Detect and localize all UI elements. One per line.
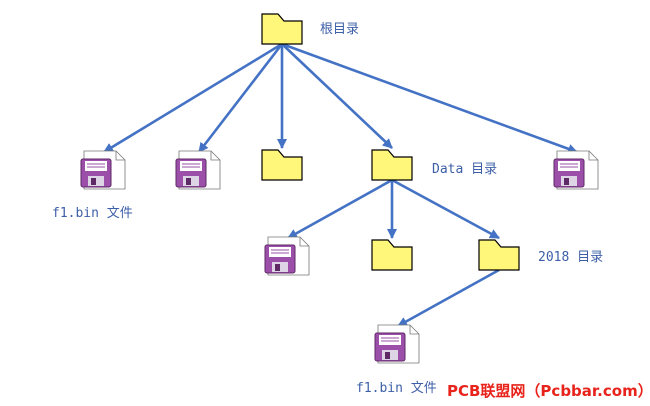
floppy-file-icon[interactable]: [175, 150, 223, 190]
edge-data-to-dir2018: [391, 178, 500, 240]
file-f1bin-label-bottom: f1.bin 文件: [356, 381, 437, 396]
edge-root-to-data: [281, 43, 393, 149]
folder-icon[interactable]: [368, 146, 416, 182]
folder-icon[interactable]: [258, 10, 306, 46]
floppy-file-icon[interactable]: [553, 150, 601, 190]
edge-dir2018-to-file-h: [397, 268, 500, 328]
edge-root-to-file-e: [281, 42, 578, 154]
folder-icon[interactable]: [368, 236, 416, 272]
data-directory-label: Data 目录: [432, 162, 498, 177]
root-directory-label: 根目录: [320, 22, 360, 37]
folder-icon[interactable]: [475, 236, 523, 272]
file-f1bin-label: f1.bin 文件: [52, 206, 133, 221]
floppy-file-icon[interactable]: [264, 236, 312, 276]
watermark: PCB联盟网（Pcbbar.com）: [447, 382, 650, 400]
edge-root-to-file-b: [197, 43, 284, 153]
folder-icon[interactable]: [258, 146, 306, 182]
floppy-file-icon[interactable]: [80, 150, 128, 190]
floppy-file-icon[interactable]: [374, 324, 422, 364]
edge-data-to-file-f: [287, 178, 393, 240]
edge-root-to-file-a: [103, 42, 283, 154]
directory-2018-label: 2018 目录: [538, 250, 604, 265]
